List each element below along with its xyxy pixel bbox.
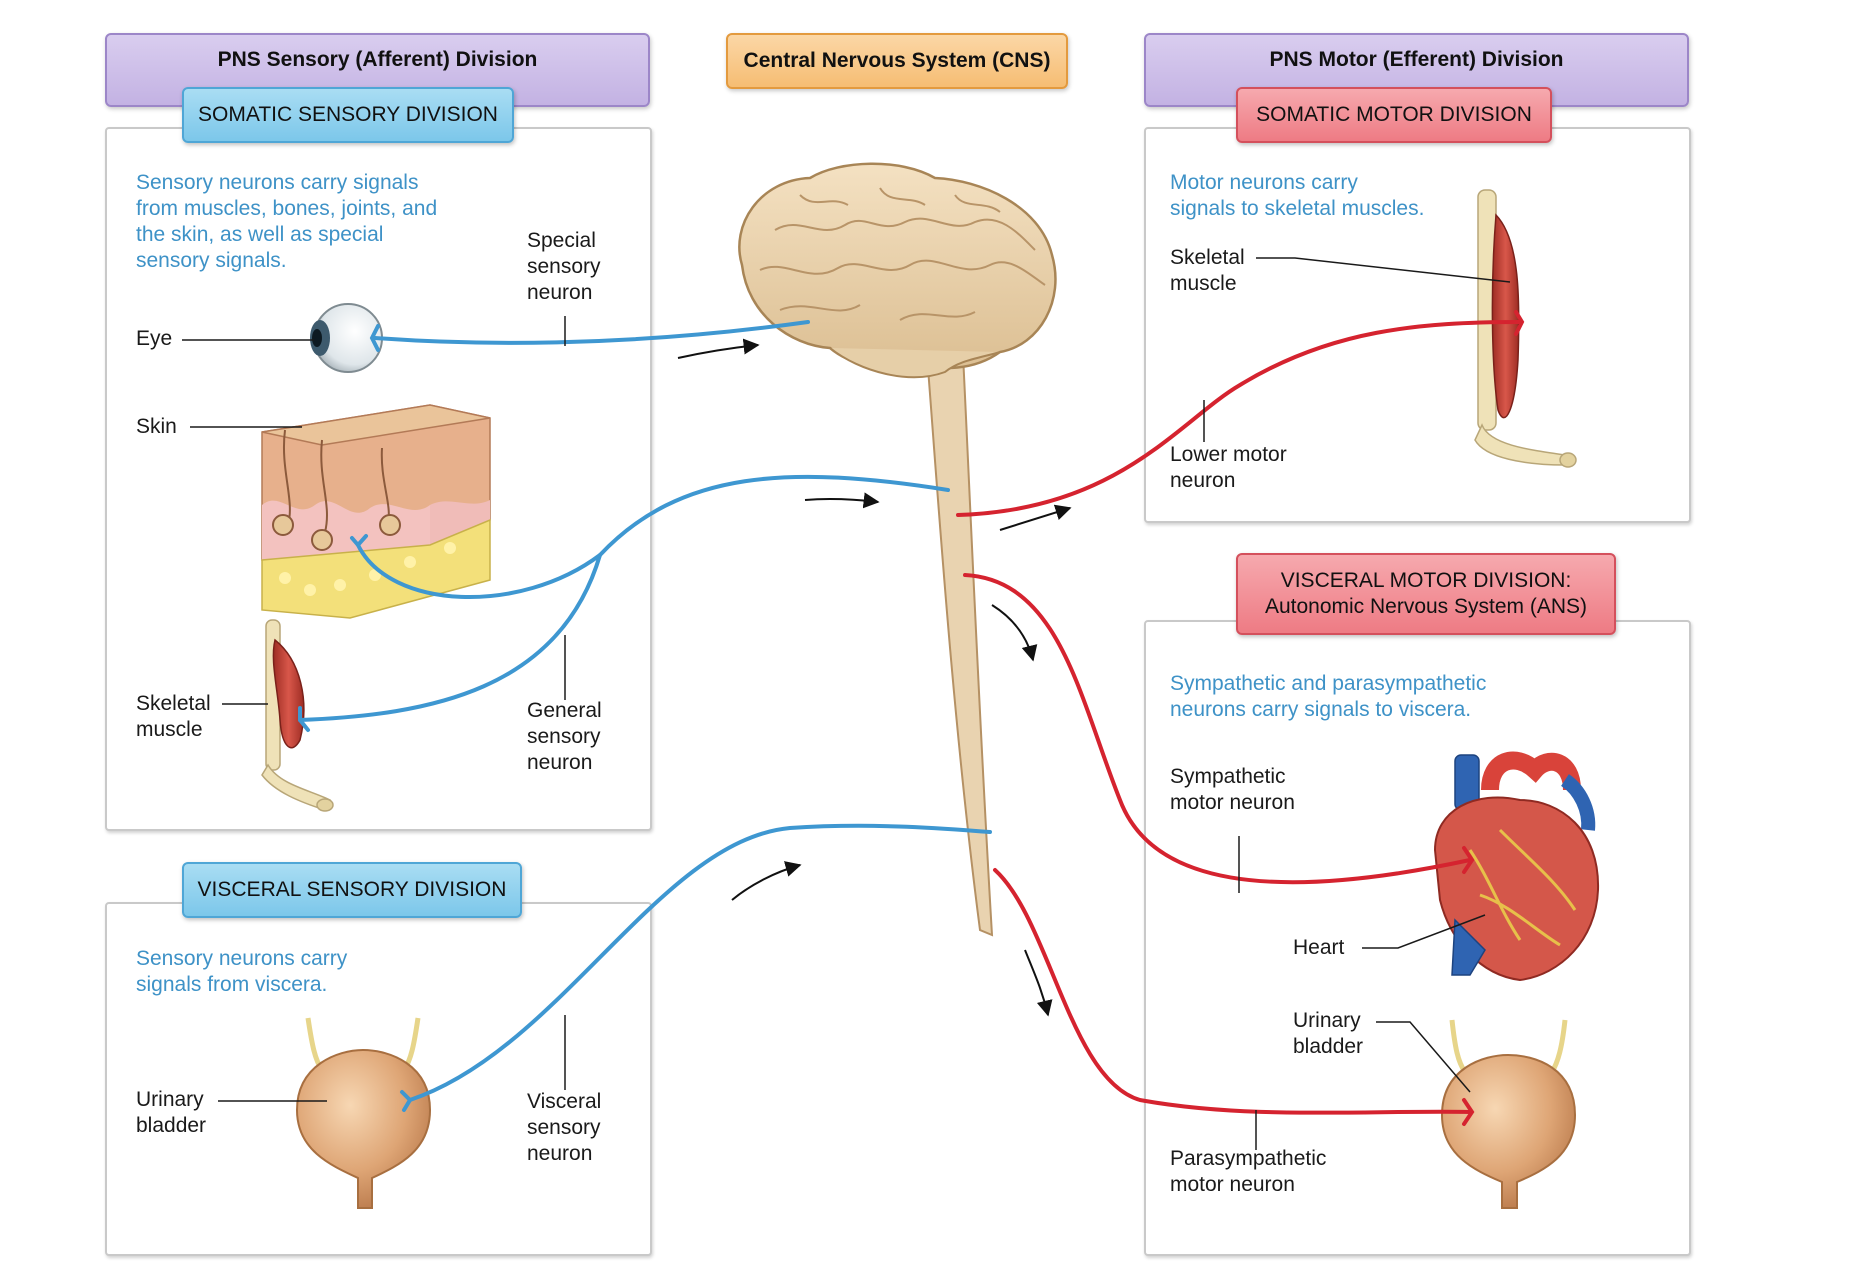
visceral-sensory-neuron-path [408, 823, 992, 1102]
visceral-motor-tab: VISCERAL MOTOR DIVISION: Autonomic Nervo… [1236, 553, 1616, 635]
visceral-sensory-tab: VISCERAL SENSORY DIVISION [182, 862, 522, 918]
motor-neurons [956, 320, 1522, 1115]
lower-motor-neuron-path [956, 320, 1522, 517]
urinary-bladder-left-illustration [295, 1017, 432, 1209]
skin-label: Skin [136, 415, 177, 438]
leader-lines [182, 257, 1511, 1150]
brain-illustration [738, 162, 1057, 379]
sympathetic-motor-neuron-path [963, 573, 1472, 885]
sensory-neurons [298, 320, 992, 1102]
signal-direction-arrows [677, 338, 1072, 1017]
special-sensory-neuron-path [373, 320, 810, 345]
parasympathetic-motor-neuron-path [993, 868, 1472, 1115]
somatic-motor-tab: SOMATIC MOTOR DIVISION [1236, 87, 1552, 143]
spinal-cord [923, 328, 994, 937]
skeletal-muscle-left-illustration [261, 619, 334, 812]
cns-header: Central Nervous System (CNS) [726, 33, 1068, 89]
urinary-bladder-right-illustration [1440, 1019, 1577, 1209]
visceral-motor-panel [1144, 620, 1691, 1256]
heart-label: Heart [1293, 936, 1345, 959]
sensory-nerve-endings [298, 324, 413, 1112]
skeletal-muscle-right-illustration [1474, 189, 1577, 468]
motor-nerve-endings [1462, 310, 1525, 1126]
skin-illustration [261, 404, 491, 619]
somatic-sensory-tab: SOMATIC SENSORY DIVISION [182, 87, 514, 143]
heart-illustration [1433, 751, 1600, 982]
general-sensory-neuron-muscle-path [298, 553, 602, 722]
eye-label: Eye [136, 327, 173, 350]
